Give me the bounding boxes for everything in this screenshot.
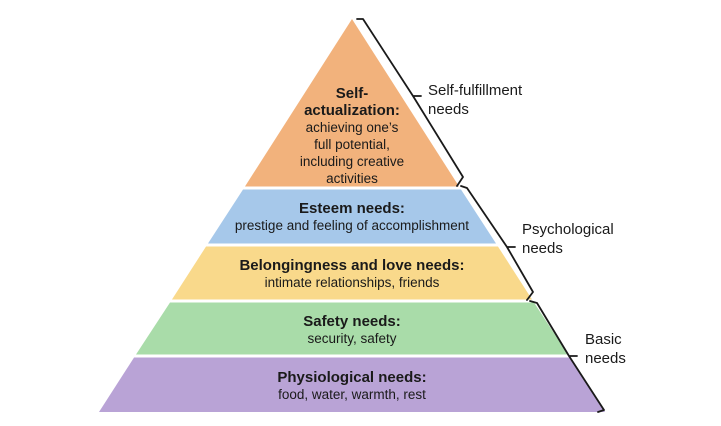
- tier-label-self-actualization: Self- actualization: achieving one’s ful…: [262, 85, 442, 187]
- bracket-basic: [529, 300, 605, 413]
- tier-label-belongingness: Belongingness and love needs: intimate r…: [182, 257, 522, 291]
- tier-description: food, water, warmth, rest: [278, 387, 426, 402]
- bracket-label-self-fulfillment: Self-fulfillment needs: [428, 82, 523, 118]
- tier-description: activities: [326, 171, 378, 186]
- tier-description: achieving one’s: [305, 120, 399, 135]
- tier-description: security, safety: [307, 331, 397, 346]
- tier-title: Physiological needs:: [277, 369, 427, 386]
- tier-title: Belongingness and love needs:: [239, 257, 465, 274]
- tier-title: Self-: [335, 85, 369, 102]
- bracket-label-psychological: Psychological needs: [522, 221, 614, 257]
- tier-description: including creative: [299, 154, 405, 169]
- tier-band-physiological: [99, 356, 605, 412]
- tier-description: prestige and feeling of accomplishment: [234, 218, 470, 233]
- bracket-psychological: [460, 185, 534, 301]
- tier-band-safety: [135, 301, 569, 356]
- tier-dividers: [131, 186, 573, 358]
- tier-title: Esteem needs:: [299, 200, 405, 217]
- tier-title: actualization:: [304, 102, 400, 119]
- tier-band-belongingness: [171, 245, 533, 301]
- bracket-self-fulfillment: [356, 18, 464, 187]
- tier-label-physiological: Physiological needs: food, water, warmth…: [202, 369, 502, 403]
- need-brackets: [356, 18, 605, 413]
- tier-label-safety: Safety needs: security, safety: [222, 313, 482, 347]
- tier-title: Safety needs:: [303, 313, 401, 330]
- tier-description: intimate relationships, friends: [264, 275, 440, 290]
- tier-label-esteem: Esteem needs: prestige and feeling of ac…: [202, 200, 502, 234]
- tier-band-esteem: [207, 188, 497, 245]
- bracket-label-basic: Basic needs: [585, 331, 626, 367]
- tier-band-self-actualization: [244, 19, 460, 188]
- tier-description: full potential,: [314, 137, 390, 152]
